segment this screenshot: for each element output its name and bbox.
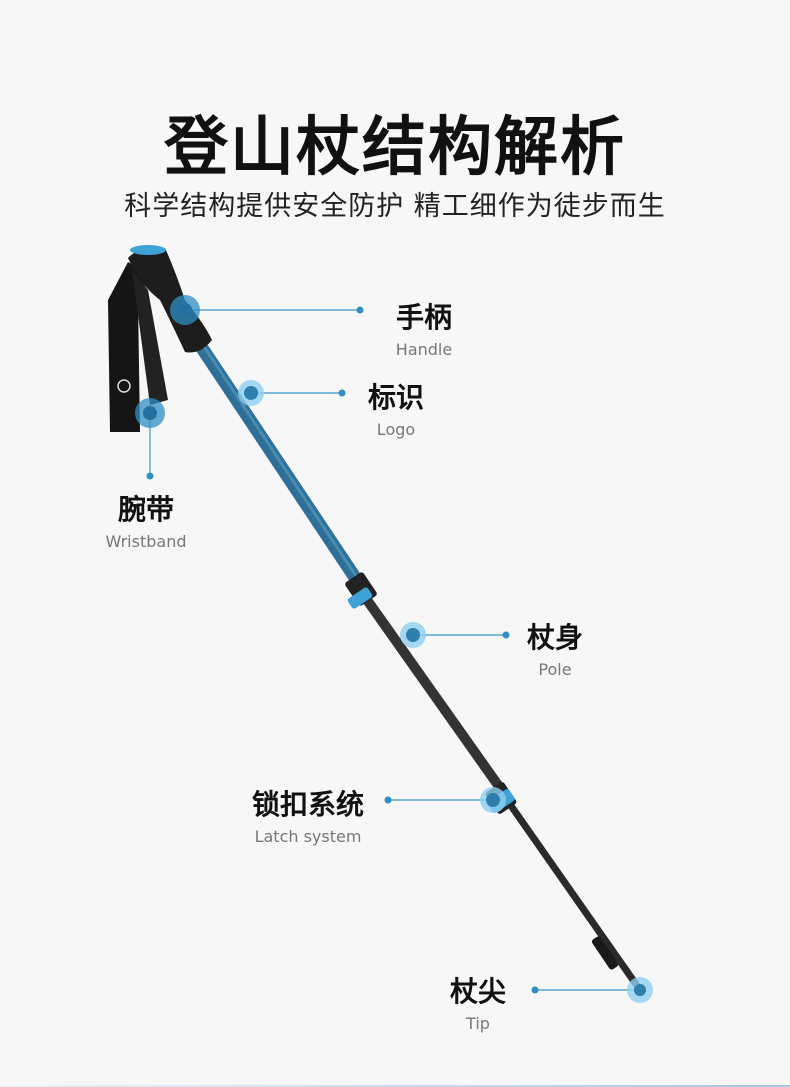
pole-shaft [194,341,644,994]
hotspot-markers [135,295,653,1003]
page-subtitle: 科学结构提供安全防护 精工细作为徒步而生 [124,191,666,222]
callout-handle: 手柄 Handle [396,296,452,359]
grip-cap [130,245,166,255]
callout-logo-en: Logo [376,420,416,439]
callout-logo-cn: 标识 [367,381,425,414]
handle-marker-icon [170,295,364,325]
callout-latch-cn: 锁扣系统 [251,788,365,821]
logo-marker-icon [238,380,346,406]
callout-pole: 杖身 Pole [527,616,583,679]
callout-latch-en: Latch system [254,827,362,846]
callout-logo: 标识 Logo [368,376,424,439]
callout-pole-cn: 杖身 [526,621,584,654]
callout-latch: 锁扣系统 Latch system [252,783,364,846]
callout-wristband: 腕带 Wristband [106,488,187,551]
bottom-divider [0,1085,790,1087]
latch-marker-icon [384,787,506,813]
wristband-strap [108,262,168,432]
callout-pole-en: Pole [538,660,572,679]
handle-grip [128,247,212,353]
callout-handle-cn: 手柄 [395,301,453,334]
wristband-marker-icon [135,398,165,480]
callout-tip-en: Tip [466,1014,490,1033]
callout-handle-en: Handle [395,340,453,359]
callout-tip-cn: 杖尖 [449,975,507,1008]
page-title: 登山杖结构解析 [164,111,626,185]
callout-wristband-cn: 腕带 [117,493,174,526]
callout-tip: 杖尖 Tip [450,970,506,1033]
tip-marker-icon [531,977,653,1003]
callout-wristband-en: Wristband [105,532,187,551]
pole-marker-icon [400,622,510,648]
